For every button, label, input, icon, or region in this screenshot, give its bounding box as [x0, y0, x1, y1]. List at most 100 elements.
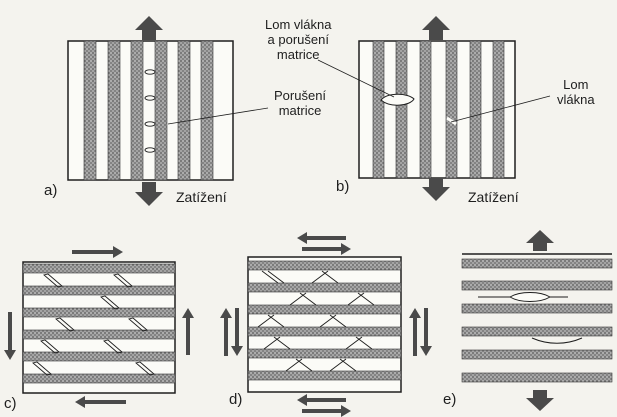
- panel-b-callout-top: Lom vlákna a porušení matrice: [265, 17, 332, 62]
- shear-crack: [345, 336, 373, 350]
- panel-b-callout-fiber: Lom vlákna: [557, 77, 595, 107]
- fiber: [247, 326, 402, 337]
- fiber-break: [446, 116, 457, 126]
- panel-e-tag: e): [443, 391, 457, 408]
- panel-d-tag: d): [229, 391, 243, 408]
- fiber: [247, 304, 402, 315]
- panel-e: [461, 230, 613, 411]
- shear-crack: [40, 339, 60, 354]
- shear-crack: [347, 292, 375, 306]
- fiber: [22, 373, 176, 384]
- matrix-crack: [144, 121, 156, 127]
- fiber: [83, 40, 97, 181]
- load-arrow-down-icon: [135, 182, 163, 206]
- fiber: [130, 40, 144, 181]
- fiber: [461, 372, 613, 383]
- panel-c-fibers: [22, 263, 176, 384]
- matrix-crack: [144, 95, 156, 101]
- panel-a-matrix-cracks: [144, 69, 156, 153]
- callout-line-fiber: [450, 95, 551, 123]
- fiber: [177, 40, 191, 181]
- fiber: [22, 329, 176, 340]
- shear-crack: [257, 314, 285, 328]
- fiber: [461, 258, 613, 269]
- panel-b-frame: [358, 40, 516, 179]
- shear-crack: [285, 358, 313, 372]
- shear-crack: [261, 270, 285, 284]
- fiber: [461, 303, 613, 314]
- fiber: [247, 348, 402, 359]
- shear-crack: [32, 361, 52, 376]
- load-arrow-up-icon: [135, 16, 163, 40]
- interlaminar-crack: [478, 292, 568, 302]
- shear-arrow-up-icon: [409, 308, 421, 356]
- shear-arrow-down-icon: [420, 308, 432, 356]
- shear-arrow-right-icon: [302, 405, 351, 417]
- panel-c-shear-cracks: [32, 273, 155, 376]
- shear-arrow-right-icon: [302, 243, 351, 255]
- fiber: [22, 263, 176, 274]
- panel-a-tag: a): [44, 182, 58, 199]
- shear-crack: [319, 314, 347, 328]
- fiber: [247, 282, 402, 293]
- fiber: [372, 40, 385, 179]
- panel-b: [317, 16, 551, 201]
- interlaminar-crack: [531, 337, 583, 344]
- panel-d-fibers: [247, 260, 402, 381]
- panel-b-load-label: Zatížení: [468, 189, 519, 205]
- fiber: [395, 40, 408, 179]
- panel-a: [67, 16, 269, 206]
- fiber: [200, 40, 214, 181]
- matrix-crack: [144, 69, 156, 75]
- fiber: [461, 349, 613, 360]
- shear-crack: [263, 336, 291, 350]
- shear-crack: [135, 361, 155, 376]
- shear-arrow-up-icon: [182, 308, 194, 355]
- panel-d-shear-cracks: [257, 270, 375, 372]
- matrix-crack: [144, 147, 156, 153]
- shear-arrow-up-icon: [220, 308, 232, 356]
- panel-a-fibers: [83, 40, 214, 181]
- load-arrow-down-icon: [526, 390, 554, 411]
- load-arrow-down-icon: [422, 178, 450, 201]
- shear-arrow-down-icon: [4, 312, 16, 360]
- callout-line-matrix: [167, 107, 269, 125]
- fiber: [22, 285, 176, 296]
- fiber: [461, 326, 613, 337]
- shear-crack: [289, 292, 317, 306]
- shear-crack: [43, 273, 63, 288]
- fiber: [22, 307, 176, 318]
- fiber: [469, 40, 482, 179]
- shear-arrow-right-icon: [72, 246, 123, 258]
- panel-a-load-label: Zatížení: [176, 189, 227, 205]
- fiber: [154, 40, 168, 181]
- panel-e-fibers: [461, 258, 613, 383]
- shear-crack: [311, 270, 339, 284]
- fiber: [107, 40, 121, 181]
- load-arrow-up-icon: [422, 16, 450, 40]
- fiber: [419, 40, 432, 179]
- shear-arrow-left-icon: [297, 394, 346, 406]
- fiber: [445, 40, 458, 179]
- shear-arrow-left-icon: [297, 232, 346, 244]
- callout-line-top: [317, 59, 395, 98]
- panel-a-callout-matrix: Porušení matrice: [274, 88, 327, 118]
- fiber: [247, 370, 402, 381]
- load-arrow-up-icon: [526, 230, 554, 251]
- fiber: [247, 260, 402, 271]
- panel-c: [4, 246, 194, 408]
- shear-crack: [128, 317, 148, 332]
- shear-arrow-left-icon: [75, 396, 126, 408]
- shear-crack: [55, 317, 75, 332]
- panel-b-tag: b): [336, 178, 350, 195]
- shear-crack: [103, 339, 123, 354]
- panel-d: [220, 232, 432, 417]
- panel-c-frame: [22, 261, 176, 394]
- shear-crack: [329, 358, 357, 372]
- fiber: [461, 280, 613, 291]
- shear-crack: [113, 273, 133, 288]
- fiber: [22, 351, 176, 362]
- panel-c-tag: c): [4, 395, 17, 412]
- shear-arrow-down-icon: [231, 308, 243, 356]
